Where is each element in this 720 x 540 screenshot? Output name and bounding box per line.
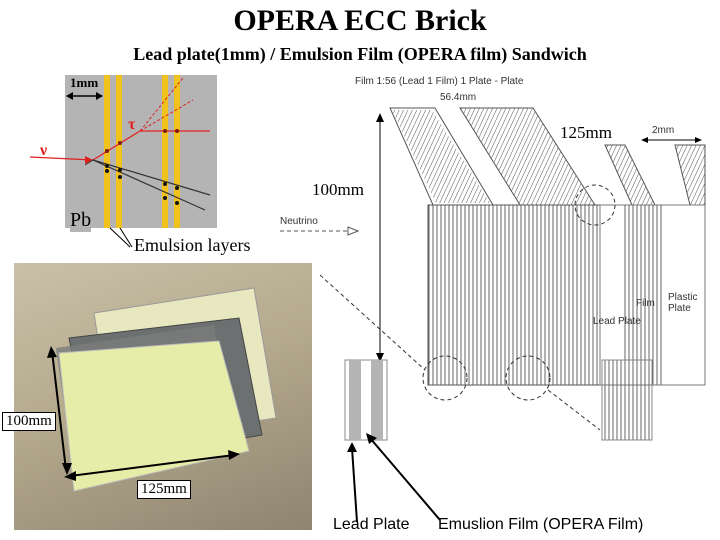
film-photo (14, 263, 312, 530)
page-title: OPERA ECC Brick (233, 4, 487, 37)
lead-plate-small-label: Lead Plate (593, 316, 641, 327)
brick-width-label: 125mm (560, 123, 612, 143)
neutrino-track (29, 156, 94, 161)
pb-label: Pb (70, 209, 92, 232)
brick-faint-text-2: 56.4mm (440, 92, 477, 103)
emulsion-film-label: Emuslion Film (OPERA Film) (438, 516, 644, 533)
page-subtitle: Lead plate(1mm) / Emulsion Film (OPERA f… (133, 44, 587, 64)
photo-height-label: 100mm (2, 412, 56, 431)
neutrino-label: Neutrino (280, 216, 318, 227)
emulsion-strip-4 (174, 75, 180, 228)
photo-width-label: 125mm (137, 480, 191, 499)
lead-plate-pointer (351, 447, 358, 523)
photo-height-arrow (51, 350, 67, 471)
lead-plate-label: Lead Plate (333, 516, 410, 533)
brick-height-label: 100mm (312, 180, 364, 200)
emulsion-layers-label: Emulsion layers (134, 235, 251, 255)
nu-symbol: ν (40, 142, 48, 159)
plastic-plate-label: Plastic Plate (668, 292, 698, 314)
tau-symbol: τ (128, 116, 136, 133)
lead-plate-magnified (349, 360, 361, 440)
pitch-label: 2mm (652, 125, 675, 136)
brick-faint-text-1: Film 1:56 (Lead 1 Film) 1 Plate - Plate (355, 76, 524, 87)
lead-plate-schematic (65, 75, 217, 228)
photo-width-arrow (69, 454, 235, 477)
film-label: Film (636, 298, 655, 309)
emulsion-film-pointer (369, 437, 441, 521)
thickness-label: 1mm (70, 75, 99, 90)
brick-top-face (389, 107, 706, 206)
emulsion-strip-3 (162, 75, 168, 228)
tau-track (92, 130, 141, 161)
emulsion-strip-2 (116, 75, 122, 228)
brick-front-face (427, 204, 601, 386)
